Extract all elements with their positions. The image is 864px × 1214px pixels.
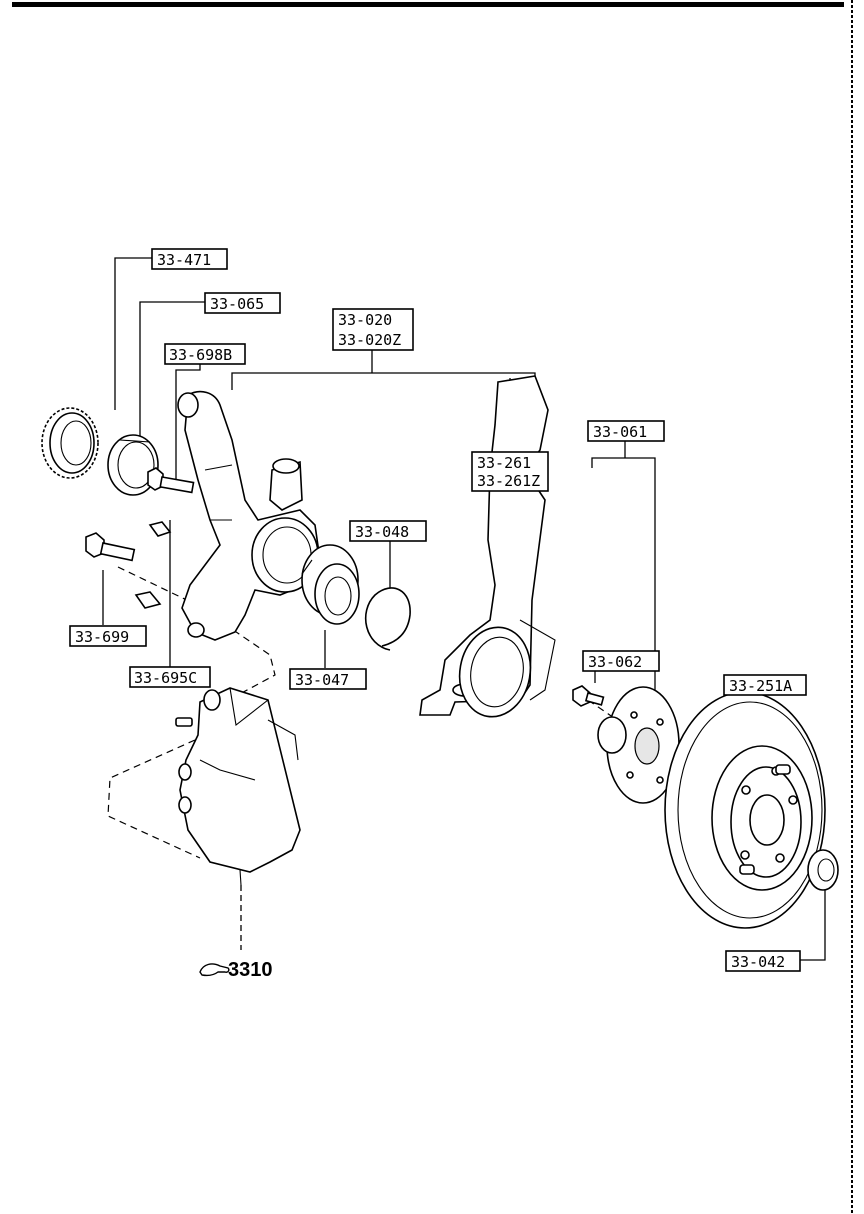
label-text: 33-048 (355, 523, 409, 541)
label-text: 33-042 (731, 953, 785, 971)
steering-knuckle (177, 390, 321, 641)
snap-ring (364, 587, 411, 651)
label-text: 33-261Z (477, 472, 540, 490)
label-33-699: 33-699 (69, 625, 147, 647)
label-33-695c: 33-695C (129, 666, 211, 688)
label-text: 33-471 (157, 251, 211, 269)
label-text: 33-698B (169, 346, 232, 364)
label-33-042: 33-042 (725, 950, 801, 972)
label-text: 33-251A (729, 677, 792, 695)
hub-nut (807, 849, 839, 891)
hand-pointer-icon (199, 963, 230, 977)
label-33-062: 33-062 (582, 650, 660, 672)
label-text: 33-261 (477, 454, 531, 472)
bolt-33-698b (147, 467, 195, 494)
label-33-698b: 33-698B (164, 343, 246, 365)
bolt-33-699 (85, 532, 136, 562)
brake-disc (664, 691, 826, 929)
oil-seal (107, 434, 159, 496)
label-text: 33-699 (75, 628, 129, 646)
label-text: 33-020 (338, 311, 392, 329)
clips-33-695c (134, 521, 172, 609)
wheel-bearing (301, 544, 360, 625)
reference-number: 3310 (228, 959, 273, 981)
label-33-471: 33-471 (151, 248, 228, 270)
label-33-065: 33-065 (204, 292, 281, 314)
reference-3310: 3310 (199, 959, 273, 981)
label-text: 33-065 (210, 295, 264, 313)
label-33-048: 33-048 (349, 520, 427, 542)
label-text: 33-020Z (338, 331, 401, 349)
label-33-047: 33-047 (289, 668, 367, 690)
label-text: 33-047 (295, 671, 349, 689)
brake-caliper (175, 687, 301, 886)
label-33-251a: 33-251A (723, 674, 807, 696)
label-33-061: 33-061 (587, 420, 665, 442)
hub-bolt (572, 685, 605, 707)
dust-cover (419, 375, 556, 718)
label-text: 33-061 (593, 423, 647, 441)
top-border (12, 2, 844, 7)
label-text: 33-062 (588, 653, 642, 671)
wheel-hub (597, 686, 680, 804)
label-text: 33-695C (134, 669, 197, 687)
leader-lines (102, 257, 826, 961)
label-33-261: 33-261 33-261Z (471, 451, 549, 492)
abs-sensor-ring (41, 407, 99, 479)
label-33-020: 33-020 33-020Z (332, 308, 414, 351)
